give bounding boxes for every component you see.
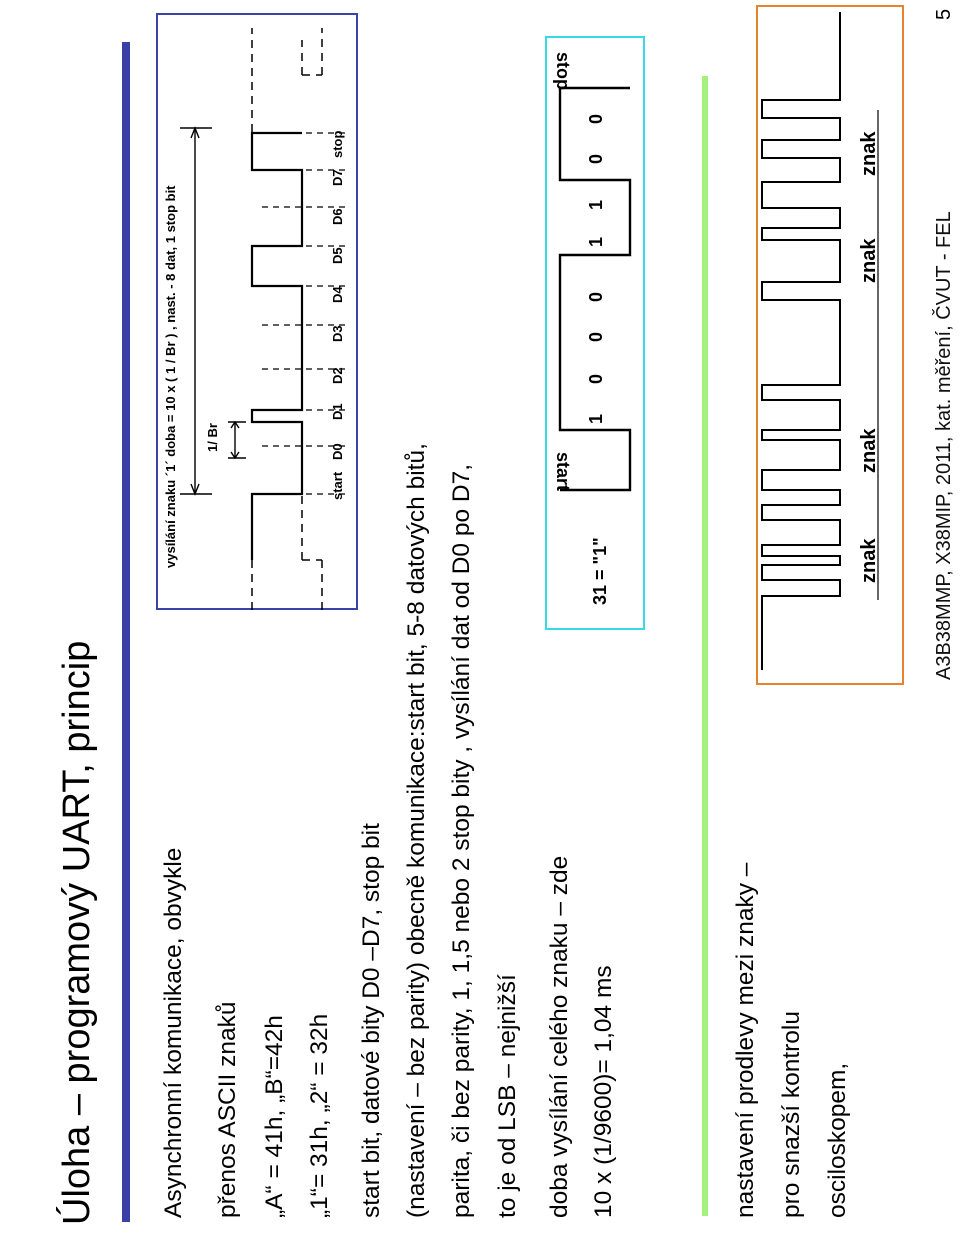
scope-char-label: znak bbox=[858, 538, 880, 583]
scope-trace bbox=[761, 12, 841, 670]
char-trace bbox=[558, 86, 632, 492]
section-separator bbox=[702, 76, 708, 1216]
signal-trace bbox=[250, 131, 304, 560]
timing-diagram-box bbox=[156, 13, 358, 610]
bit-period-arrow bbox=[228, 420, 246, 460]
scope-char-label: znak bbox=[858, 131, 880, 176]
duration-arrow bbox=[180, 126, 212, 496]
scope-char-label: znak bbox=[858, 428, 880, 473]
scope-diagram-box bbox=[756, 5, 904, 685]
title-accent-bar bbox=[122, 42, 130, 1222]
scope-char-label: znak bbox=[858, 238, 880, 283]
char-diagram-box bbox=[545, 36, 645, 630]
